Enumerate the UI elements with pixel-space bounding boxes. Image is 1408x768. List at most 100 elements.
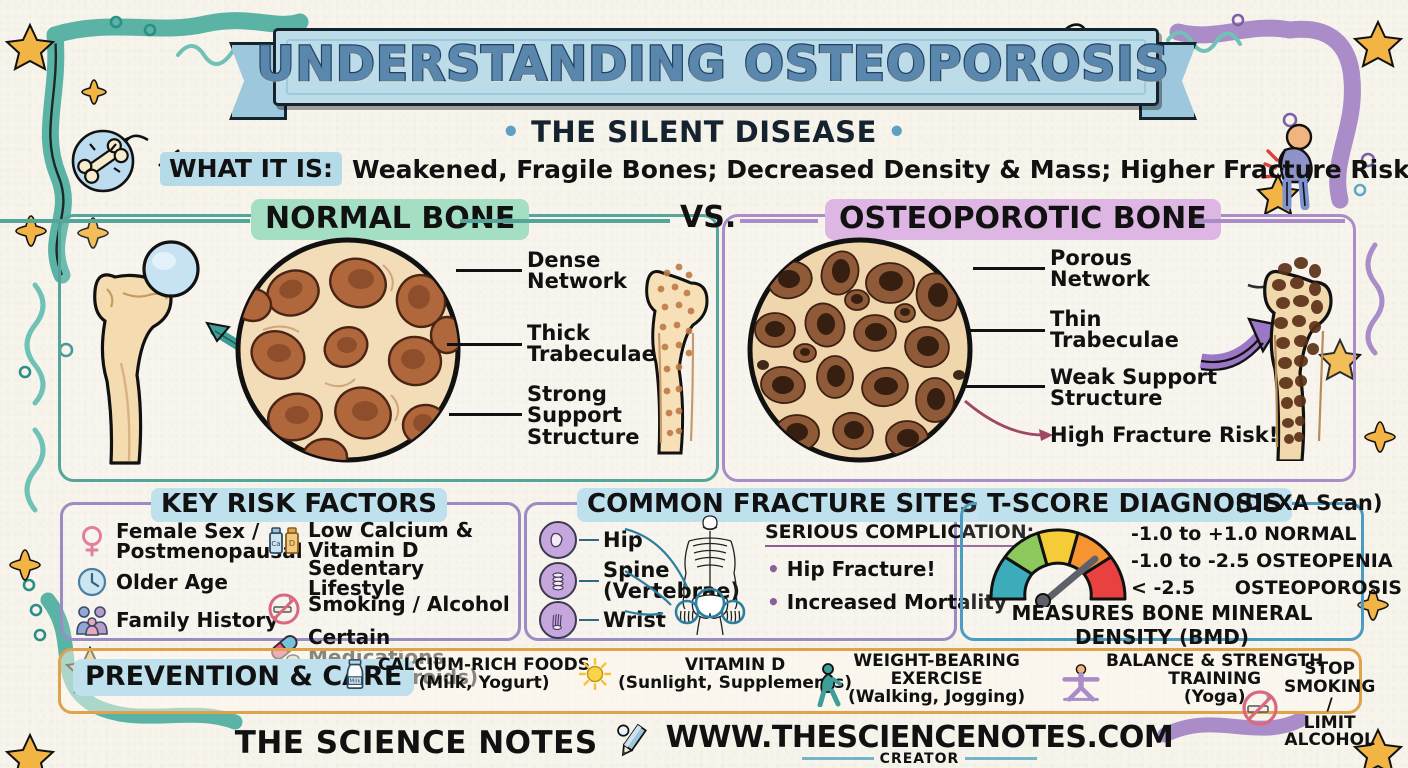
- normal-label-0: Dense Network: [527, 248, 628, 294]
- complication-item: • Increased Mortality: [767, 590, 1007, 614]
- risk-item-label: Smoking / Alcohol: [308, 592, 510, 616]
- tscore-footer-text: MEASURES BONE MINERAL DENSITY (BMD): [1011, 601, 1313, 649]
- normal-femur-illustration: [93, 240, 200, 465]
- skeleton-illustration: [674, 515, 746, 635]
- subtitle-text: THE SILENT DISEASE: [531, 115, 877, 149]
- osteoporotic-bone-badge: OSTEOPOROTIC BONE: [825, 199, 1221, 240]
- back-pain-person-icon: [1261, 123, 1313, 210]
- website-url: WWW.THESCIENCENOTES.COM: [665, 719, 1174, 755]
- risk-item-label: Female Sex / Postmenopausal: [116, 519, 303, 563]
- prevention-item: WEIGHT-BEARING EXERCISE (Walking, Joggin…: [813, 651, 1026, 708]
- normal-trabecular-circle: [235, 237, 461, 463]
- osteo-leader-1: [973, 267, 1045, 270]
- bullet-icon: •: [767, 590, 780, 614]
- brand-name: THE SCIENCE NOTES: [234, 725, 598, 761]
- osteoporotic-trabecular-circle: [747, 237, 973, 463]
- normal-leader-2: [447, 343, 522, 346]
- vs-label: VS.: [680, 200, 737, 235]
- leader-dash: [579, 579, 599, 583]
- prevention-item: STOP SMOKING / LIMIT ALCOHOL: [1241, 659, 1376, 751]
- osteo-label-1: Thin Trabeculae: [1050, 307, 1179, 353]
- female-sign-icon: [75, 524, 109, 558]
- subtitle: • THE SILENT DISEASE •: [0, 115, 1408, 149]
- normal-label-2: Strong Support Structure: [527, 382, 640, 449]
- normal-bone-panel: NORMAL BONE: [58, 199, 719, 482]
- what-it-is-text: Weakened, Fragile Bones; Decreased Densi…: [352, 154, 1408, 184]
- sun-icon: [578, 657, 613, 692]
- leader-dash: [579, 618, 599, 622]
- subtitle-dot-right: •: [887, 115, 907, 149]
- osteo-badge-rule-left: [740, 219, 818, 223]
- fracture-site-label: Hip: [603, 527, 643, 552]
- common-fracture-sites-panel: COMMON FRACTURE SITES Hip: [524, 488, 1035, 641]
- prevention-item-label: WEIGHT-BEARING EXERCISE (Walking, Joggin…: [848, 651, 1026, 707]
- prevention-item: Milk CALCIUM-RICH FOODS (Milk, Yogurt): [339, 655, 590, 693]
- risk-item: Female Sex / Postmenopausal: [75, 521, 303, 561]
- no-smoking-icon: [267, 592, 301, 626]
- yoga-person-icon: [1061, 663, 1101, 702]
- normal-badge-rule-right: [460, 219, 670, 223]
- serious-complication-title: SERIOUS COMPLICATION:: [765, 521, 1035, 547]
- normal-leader-1: [456, 269, 522, 272]
- prevention-item-label: BALANCE & STRENGTH TRAINING (Yoga): [1106, 651, 1324, 707]
- osteo-leader-3: [965, 385, 1045, 388]
- tscore-range: < -2.5 OSTEOPOROSIS: [1131, 577, 1402, 599]
- osteoporotic-femur-illustration: [1263, 257, 1333, 461]
- svg-text:Ca: Ca: [271, 540, 280, 548]
- leader-dash: [579, 538, 599, 542]
- common-fracture-sites-badge: COMMON FRACTURE SITES: [577, 488, 989, 522]
- key-risk-factors-panel: KEY RISK FACTORS Female Sex / Postmenopa…: [60, 488, 521, 687]
- family-icon: [75, 603, 109, 637]
- risk-item-label: Older Age: [116, 570, 228, 594]
- tscore-range: -1.0 to +1.0 NORMAL: [1131, 523, 1357, 545]
- bullet-icon: •: [767, 557, 780, 581]
- tscore-diagnosis-badge: T-SCORE DIAGNOSIS: [977, 488, 1293, 522]
- prevention-care-bar: PREVENTION & CARE Milk CALCIUM-RICH FOOD…: [58, 648, 1375, 749]
- complication-item: • Hip Fracture!: [767, 557, 936, 581]
- normal-badge-rule-left: [0, 219, 250, 223]
- normal-bone-badge: NORMAL BONE: [251, 199, 530, 240]
- tscore-scan-type: (DEXA Scan): [1235, 491, 1383, 515]
- osteo-leader-4-arrow: [964, 399, 1053, 441]
- bone-badge-icon: [71, 129, 135, 193]
- svg-text:Milk: Milk: [349, 678, 361, 684]
- osteo-label-3: High Fracture Risk!: [1050, 423, 1279, 447]
- website-block: WWW.THESCIENCENOTES.COM CREATOR: [666, 720, 1174, 767]
- fracture-site-row: Hip: [539, 521, 643, 559]
- page-title: UNDERSTANDING OSTEOPOROSIS: [255, 35, 1170, 93]
- osteo-label-2: Weak Support Structure: [1050, 365, 1218, 411]
- normal-femur-small: [645, 263, 709, 455]
- risk-item: Older Age: [75, 565, 290, 599]
- title-banner: UNDERSTANDING OSTEOPOROSIS: [229, 28, 1197, 120]
- fracture-site-row: Wrist: [539, 601, 666, 639]
- banner-inner-rule: [286, 39, 1146, 95]
- subtitle-dot-left: •: [501, 115, 521, 149]
- what-it-is-row: WHAT IT IS: Weakened, Fragile Bones; Dec…: [160, 152, 1408, 186]
- hip-joint-icon: [539, 521, 577, 559]
- no-smoking-icon: [1241, 689, 1279, 726]
- risk-item-label: Low Calcium & Vitamin D: [308, 518, 474, 562]
- normal-leader-3: [449, 413, 522, 416]
- complication-label: Increased Mortality: [786, 590, 1007, 614]
- tscore-range: -1.0 to -2.5 OSTEOPENIA: [1131, 550, 1393, 572]
- prevention-item-label: STOP SMOKING / LIMIT ALCOHOL: [1284, 659, 1376, 751]
- risk-item: Family History: [75, 603, 290, 637]
- clock-icon: [75, 565, 109, 599]
- what-it-is-label: WHAT IT IS:: [160, 152, 343, 186]
- bmd-gauge: [989, 528, 1127, 607]
- osteo-leader-2: [968, 329, 1045, 332]
- osteo-label-0: Porous Network: [1050, 246, 1151, 292]
- banner-body: [273, 28, 1159, 106]
- osteoporotic-bone-panel: OSTEOPOROTIC BONE: [722, 199, 1356, 482]
- skeleton-connectors: [624, 527, 688, 616]
- key-risk-factors-badge: KEY RISK FACTORS: [151, 488, 447, 522]
- normal-label-1: Thick Trabeculae: [527, 321, 656, 367]
- prevention-item-label: CALCIUM-RICH FOODS (Milk, Yogurt): [378, 655, 590, 693]
- prevention-item-label: VITAMIN D (Sunlight, Supplements): [618, 655, 853, 693]
- svg-text:D: D: [289, 539, 295, 548]
- milk-bottle-icon: Milk: [339, 658, 373, 692]
- prevention-item: VITAMIN D (Sunlight, Supplements): [578, 655, 853, 693]
- creator-label: CREATOR: [879, 750, 960, 767]
- footer: THE SCIENCE NOTES WWW.THESCIENCENOTES.CO…: [0, 718, 1408, 768]
